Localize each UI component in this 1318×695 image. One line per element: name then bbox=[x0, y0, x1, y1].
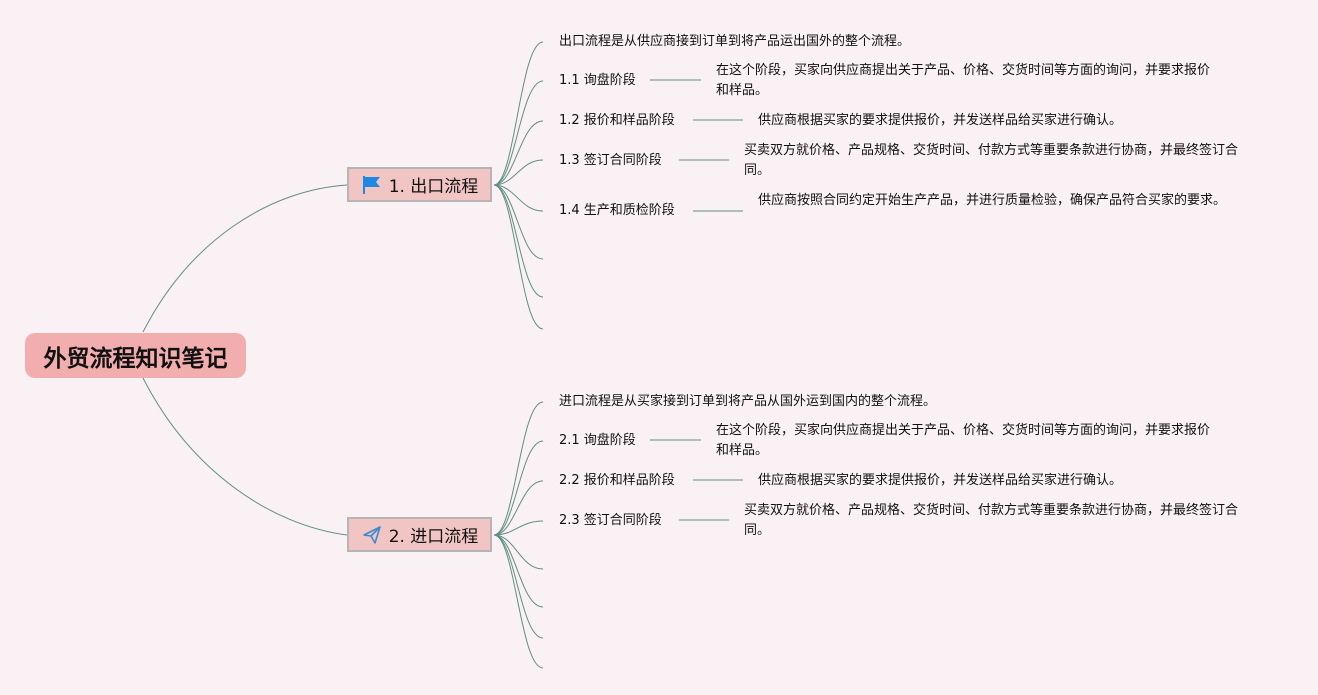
branch-label: 1. 出口流程 bbox=[388, 177, 479, 197]
connector-root-branch-2 bbox=[142, 377, 348, 536]
stage-description: 买卖双方就价格、产品规格、交货时间、付款方式等重要条款进行协商，并最终签订合同。 bbox=[744, 143, 1239, 178]
stage-description: 买卖双方就价格、产品规格、交货时间、付款方式等重要条款进行协商，并最终签订合同。 bbox=[744, 503, 1239, 538]
stage-description: 在这个阶段，买家向供应商提出关于产品、价格、交货时间等方面的询问，并要求报价和样… bbox=[716, 423, 1211, 458]
stage-label[interactable]: 2.2 报价和样品阶段 bbox=[559, 473, 675, 488]
stage-label[interactable]: 1.4 生产和质检阶段 bbox=[559, 203, 675, 218]
branch-export[interactable]: 1. 出口流程 bbox=[347, 167, 492, 202]
stage-description: 供应商按照合同约定开始生产产品，并进行质量检验，确保产品符合买家的要求。 bbox=[758, 193, 1227, 208]
connector-root-branch-1 bbox=[142, 184, 348, 333]
stage-description: 供应商根据买家的要求提供报价，并发送样品给买家进行确认。 bbox=[758, 113, 1123, 128]
branch-import[interactable]: 2. 进口流程 bbox=[347, 517, 492, 552]
root-title: 外贸流程知识笔记 bbox=[43, 345, 228, 372]
paper-plane-icon bbox=[361, 524, 383, 546]
import-intro: 进口流程是从买家接到订单到将产品从国外运到国内的整个流程。 bbox=[559, 394, 937, 409]
stage-label[interactable]: 1.1 询盘阶段 bbox=[559, 73, 636, 88]
stage-label[interactable]: 1.2 报价和样品阶段 bbox=[559, 113, 675, 128]
export-intro: 出口流程是从供应商接到订单到将产品运出国外的整个流程。 bbox=[559, 34, 911, 49]
branch-label: 2. 进口流程 bbox=[388, 527, 479, 547]
flag-icon bbox=[361, 174, 383, 196]
stage-description: 在这个阶段，买家向供应商提出关于产品、价格、交货时间等方面的询问，并要求报价和样… bbox=[716, 63, 1211, 98]
stage-label[interactable]: 2.1 询盘阶段 bbox=[559, 433, 636, 448]
root-topic[interactable]: 外贸流程知识笔记 bbox=[25, 333, 246, 378]
stage-description: 供应商根据买家的要求提供报价，并发送样品给买家进行确认。 bbox=[758, 473, 1123, 488]
stage-label[interactable]: 2.3 签订合同阶段 bbox=[559, 513, 662, 528]
stage-label[interactable]: 1.3 签订合同阶段 bbox=[559, 153, 662, 168]
